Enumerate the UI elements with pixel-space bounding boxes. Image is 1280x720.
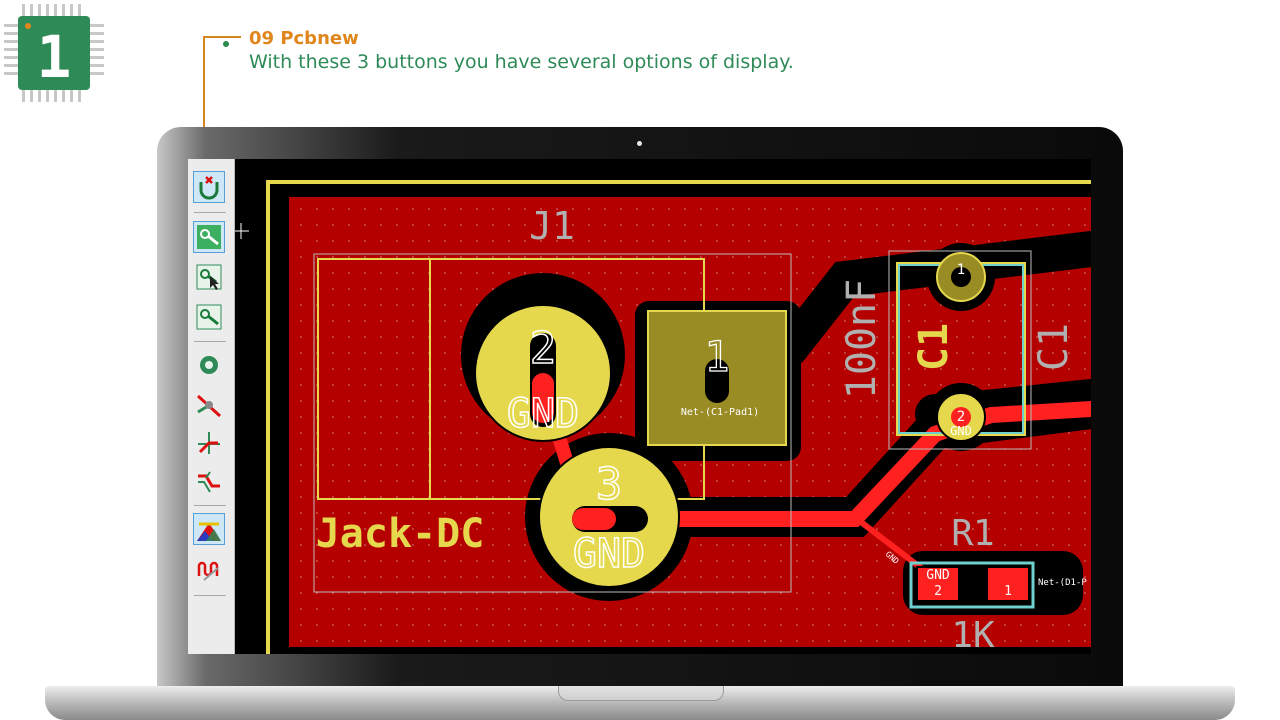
c1-pad2-net: GND	[950, 424, 972, 438]
j1-reference: J1	[529, 204, 575, 248]
r1-fab-outline	[909, 561, 1035, 609]
pad2-net: GND	[507, 391, 579, 437]
pad3-number: 3	[596, 459, 623, 510]
r1-pad1-number: 1	[1004, 584, 1012, 599]
c1-pad2-number: 2	[957, 409, 965, 425]
high-contrast-icon[interactable]	[193, 513, 225, 545]
logo-glyph: 1	[37, 23, 72, 91]
local-ratsnest-icon[interactable]	[193, 301, 225, 333]
c1-courtyard	[888, 250, 1032, 450]
toolbar-separator	[194, 341, 226, 342]
r1-pad1	[986, 566, 1030, 602]
c1-value: 100nF	[839, 279, 885, 399]
left-toolbar	[188, 159, 235, 654]
pad3-net: GND	[573, 531, 645, 577]
chip-logo: 1	[4, 4, 106, 102]
laptop-camera	[637, 141, 642, 146]
highlight-net-icon[interactable]	[193, 221, 225, 253]
c1-pad1-number: 1	[957, 262, 965, 278]
pad1-net: Net-(C1-Pad1)	[681, 407, 759, 418]
via-icon[interactable]	[193, 349, 225, 381]
pad2-number: 2	[530, 323, 557, 374]
ratsnest-icon[interactable]	[193, 171, 225, 203]
callout-dot	[223, 41, 229, 47]
r1-pad2	[916, 566, 960, 602]
toolbar-separator	[194, 212, 226, 213]
c1-reference: C1	[911, 323, 957, 371]
c1-fab-reference: C1	[1031, 323, 1077, 371]
j1-courtyard	[313, 253, 792, 593]
pcb-canvas[interactable]: 1 Net-(C1-Pad1) 2 GND 3 GND J1 Jack-DC 1	[235, 159, 1091, 654]
pcbnew-window: 1 Net-(C1-Pad1) 2 GND 3 GND J1 Jack-DC 1	[188, 159, 1091, 654]
j1-value: Jack-DC	[316, 511, 485, 557]
r1-value: 1K	[951, 615, 995, 654]
r1-reference: R1	[951, 513, 994, 554]
laptop-base-notch	[558, 686, 724, 701]
cursor-crosshair	[235, 223, 249, 239]
r1-pad2-number: 2	[934, 584, 942, 599]
r1-pad2-net: GND	[926, 568, 950, 583]
callout-line	[203, 36, 205, 130]
select-net-icon[interactable]	[193, 261, 225, 293]
callout-line-horizontal	[203, 36, 241, 38]
caption-title: 09 Pcbnew	[249, 28, 359, 49]
toolbar-separator	[194, 595, 226, 596]
track-mode-icon[interactable]	[193, 427, 225, 459]
toolbar-separator	[194, 505, 226, 506]
microwave-icon[interactable]	[193, 553, 225, 585]
caption-subtitle: With these 3 buttons you have several op…	[249, 51, 794, 73]
r1-pad1-net: Net-(D1-P	[1038, 578, 1087, 588]
pad1-number: 1	[704, 332, 729, 381]
board-outline	[266, 180, 1091, 654]
track-clearance-icon[interactable]	[193, 465, 225, 497]
delete-track-icon[interactable]	[193, 389, 225, 421]
